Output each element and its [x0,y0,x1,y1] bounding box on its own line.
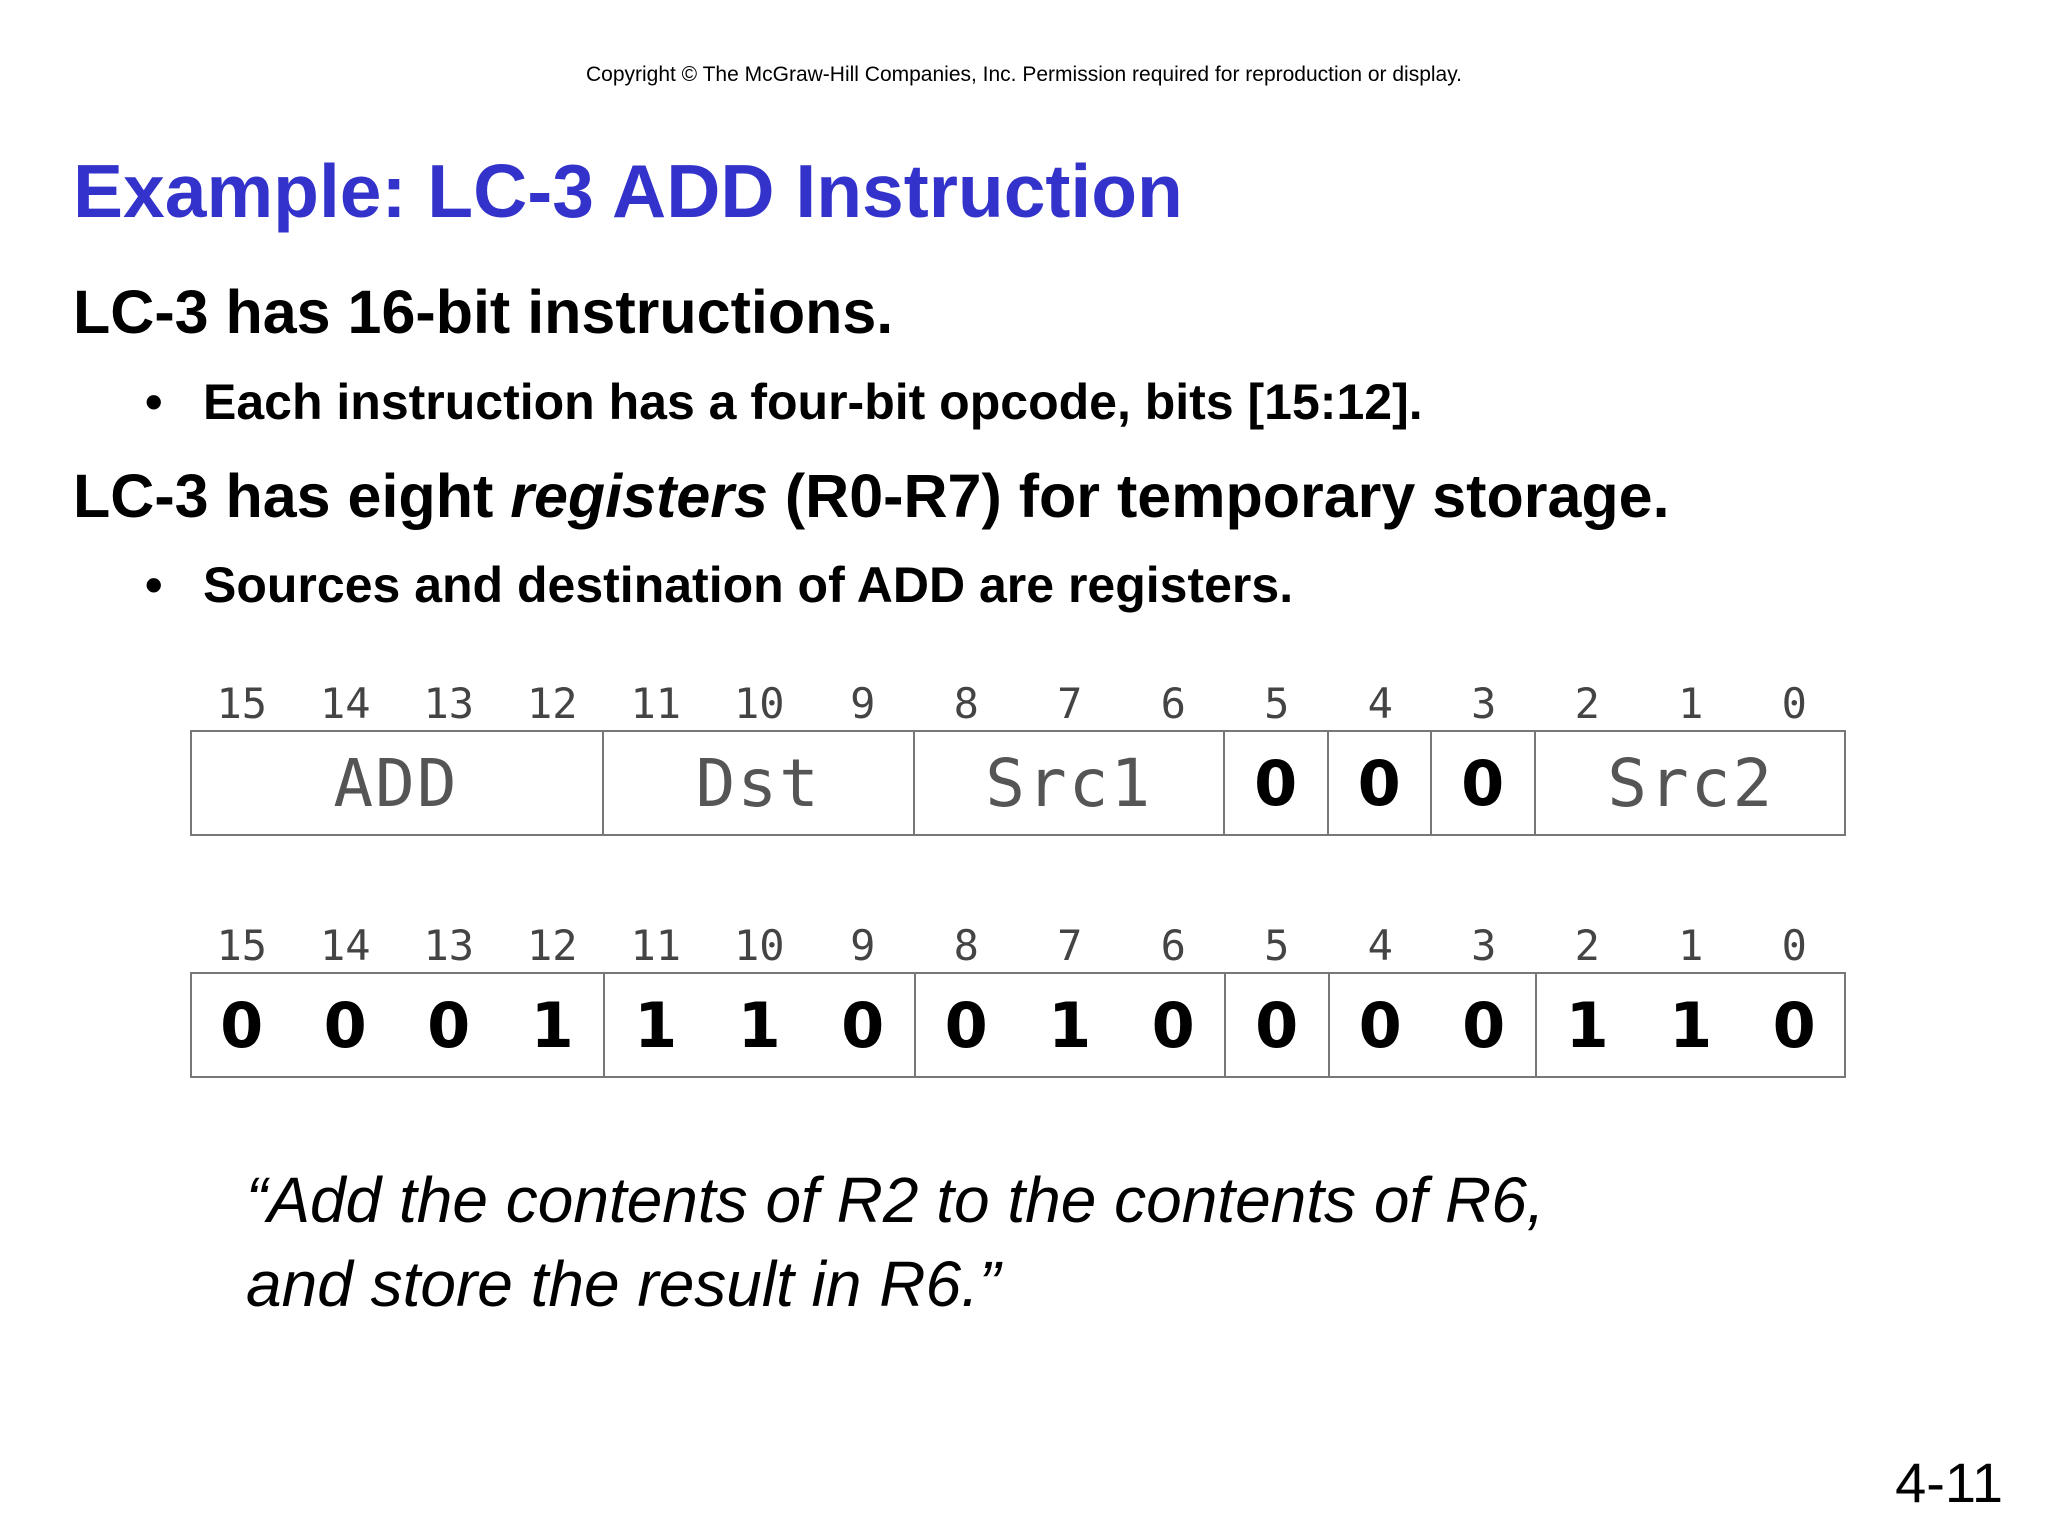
bit-number-14: 14 [319,679,371,728]
quote-line-1: “Add the contents of R2 to the contents … [246,1164,1545,1236]
bit-number-7: 7 [1057,679,1083,728]
bit-number-7: 7 [1057,921,1083,970]
sub-bullet-sources-text: Sources and destination of ADD are regis… [203,557,1294,613]
bit-number-11: 11 [630,679,682,728]
bullet-registers-pre: LC-3 has eight [73,462,511,530]
bit-value: 0 [323,988,367,1062]
bullet-registers: LC-3 has eight registers (R0-R7) for tem… [73,466,1670,527]
bit-number-8: 8 [953,679,979,728]
field-label: ADD [333,744,459,822]
bit-number-5: 5 [1264,679,1290,728]
instruction-meaning-quote: “Add the contents of R2 to the contents … [246,1158,1545,1326]
sub-bullet-opcode-text: Each instruction has a four-bit opcode, … [203,374,1423,430]
page-number: 4-11 [1895,1451,2003,1514]
field-divider [913,974,916,1076]
bullet-16bit: LC-3 has 16-bit instructions. [73,278,894,346]
field-divider [1534,974,1537,1076]
bit-value: 1 [737,988,781,1062]
bit-number-4: 4 [1367,679,1393,728]
bit-number-2: 2 [1574,679,1600,728]
field-label: 0 [1357,746,1401,820]
bit-number-15: 15 [216,921,268,970]
field-label: Src1 [985,744,1153,822]
bit-value: 1 [1565,988,1609,1062]
bit-value: 1 [530,988,574,1062]
bullet-dot: • [145,557,163,613]
bit-number-14: 14 [319,921,371,970]
bit-value: 0 [220,988,264,1062]
field-label: Dst [695,744,821,822]
field-divider [1224,974,1226,1076]
bit-number-1: 1 [1678,679,1704,728]
field-divider [1327,974,1330,1076]
bit-value: 0 [944,988,988,1062]
field-add-cell: ADD [190,732,604,834]
bit-number-8: 8 [953,921,979,970]
bit-number-0: 0 [1781,921,1807,970]
field-0-cell: 0 [1432,732,1536,834]
sub-bullet-sources: • Sources and destination of ADD are regi… [145,560,1293,610]
quote-line-2: and store the result in R6.” [246,1248,1001,1320]
bit-number-10: 10 [733,921,785,970]
bit-value: 0 [1462,988,1506,1062]
field-label: 0 [1461,746,1505,820]
field-dst-cell: Dst [604,732,915,834]
bit-value: 0 [1151,988,1195,1062]
bit-number-3: 3 [1471,921,1497,970]
bit-number-12: 12 [526,921,578,970]
bit-number-15: 15 [216,679,268,728]
bit-number-10: 10 [733,679,785,728]
bit-value: 1 [634,988,678,1062]
slide-title: Example: LC-3 ADD Instruction [73,149,1183,233]
copyright-notice: Copyright © The McGraw-Hill Companies, I… [585,63,1463,86]
bit-number-5: 5 [1264,921,1290,970]
bit-value: 0 [427,988,471,1062]
bit-number-12: 12 [526,679,578,728]
bit-number-3: 3 [1471,679,1497,728]
bit-value: 0 [841,988,885,1062]
bit-number-9: 9 [850,921,876,970]
bit-number-6: 6 [1160,679,1186,728]
bullet-dot: • [145,374,163,430]
bit-number-0: 0 [1781,679,1807,728]
field-src1-cell: Src1 [915,732,1225,834]
bit-number-2: 2 [1574,921,1600,970]
bit-value: 0 [1772,988,1816,1062]
bit-value: 1 [1048,988,1092,1062]
bit-number-4: 4 [1367,921,1393,970]
bit-number-13: 13 [423,921,475,970]
bit-value: 1 [1669,988,1713,1062]
bit-number-13: 13 [423,679,475,728]
bit-value: 0 [1358,988,1402,1062]
field-src2-cell: Src2 [1536,732,1847,834]
bullet-registers-post: (R0-R7) for temporary storage. [767,462,1670,530]
field-label: 0 [1254,746,1298,820]
field-0-cell: 0 [1225,732,1329,834]
bit-value: 0 [1255,988,1299,1062]
bit-number-9: 9 [850,679,876,728]
bit-number-1: 1 [1678,921,1704,970]
bit-number-11: 11 [630,921,682,970]
sub-bullet-opcode: • Each instruction has a four-bit opcode,… [145,377,1423,427]
bit-number-6: 6 [1160,921,1186,970]
field-label: Src2 [1607,744,1775,822]
field-0-cell: 0 [1329,732,1432,834]
field-divider [603,974,605,1076]
bullet-registers-emphasis: registers [510,462,768,530]
